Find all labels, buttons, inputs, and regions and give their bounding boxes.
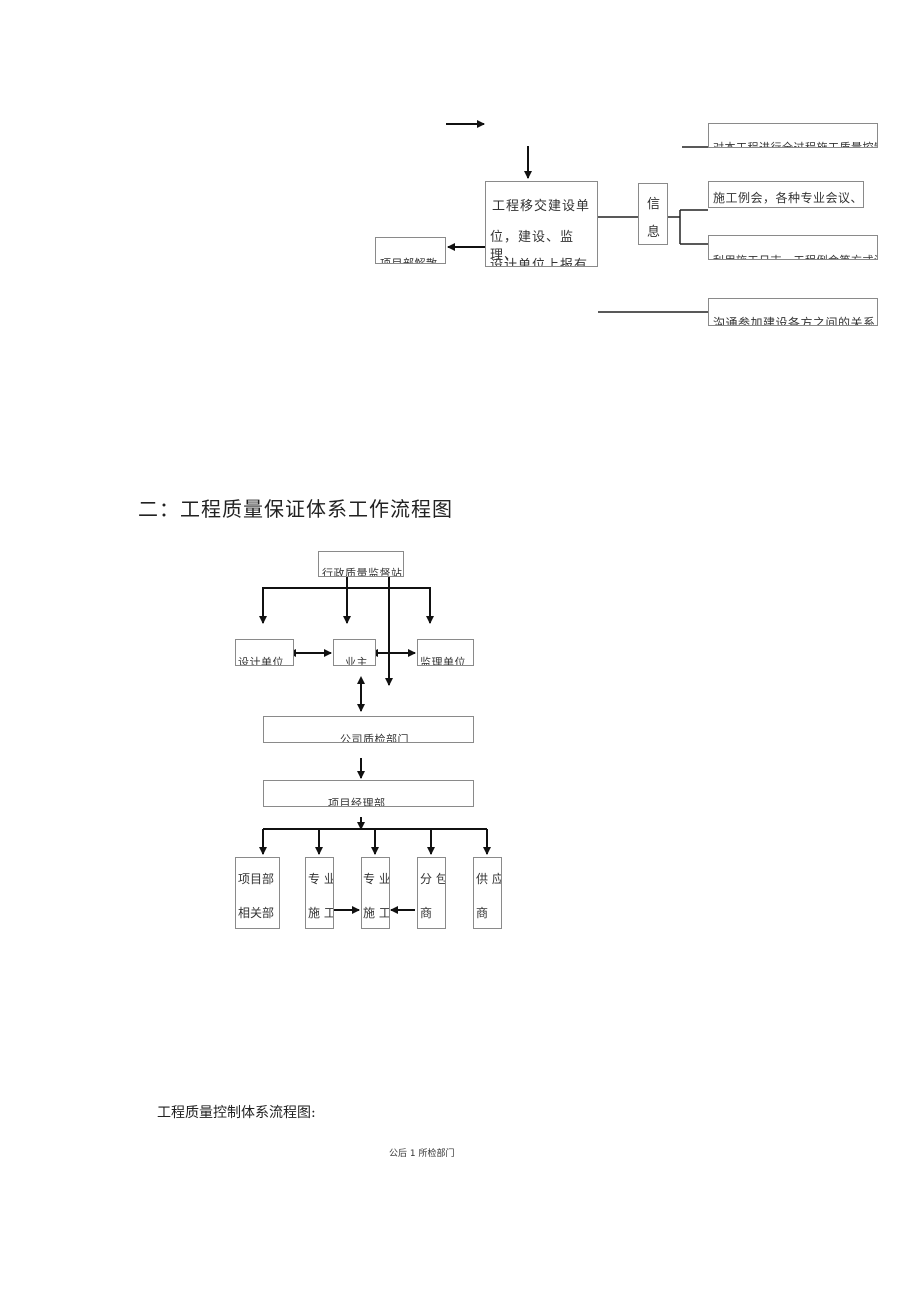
project-manager-label: 项目经理部 bbox=[328, 797, 386, 807]
info-item-3: 利用施工日志、工程例会等方式沟通信息 bbox=[708, 235, 878, 260]
handover-line2: 位，建设、监理、 bbox=[490, 230, 575, 263]
bottom-box-5-top: 供 应 bbox=[476, 872, 502, 886]
info-box: 信 息 bbox=[638, 183, 668, 245]
section3-note: 公后 1 所检部门 bbox=[389, 1149, 455, 1159]
section3-heading: 工程质量控制体系流程图: bbox=[157, 1105, 316, 1121]
handover-line1: 工程移交建设单 bbox=[492, 199, 591, 214]
bottom-box-2-top: 专 业 bbox=[308, 872, 334, 886]
bottom-box-3-bottom: 施 工 bbox=[363, 906, 390, 920]
info-item-3-label: 利用施工日志、工程例会等方式沟通信息 bbox=[713, 252, 877, 259]
bottom-box-1: 项目部 相关部 bbox=[235, 857, 280, 929]
bottom-box-1-bottom: 相关部 bbox=[238, 906, 275, 920]
flow1-lines bbox=[598, 146, 708, 313]
info-char-1: 信 bbox=[647, 197, 661, 212]
info-char-2: 息 bbox=[647, 225, 661, 240]
bottom-box-4-bottom: 商 bbox=[420, 906, 433, 920]
supervisor-unit-label: 监理单位 bbox=[420, 656, 466, 666]
owner-box: 业主 bbox=[333, 639, 376, 666]
info-item-4-label: 沟通参加建设各方之间的关系 bbox=[713, 316, 876, 326]
info-item-1: 对本工程进行全过程施工质量控制 bbox=[708, 123, 878, 148]
flow1-arrows bbox=[446, 120, 532, 251]
bottom-box-3-top: 专 业 bbox=[363, 872, 390, 886]
supervision-station-box: 行政质量监督站 bbox=[318, 551, 404, 577]
owner-label: 业主 bbox=[345, 656, 368, 666]
bottom-box-4-top: 分 包 bbox=[420, 872, 446, 886]
section2-heading: 二：工程质量保证体系工作流程图 bbox=[138, 497, 453, 521]
supervision-station-label: 行政质量监督站 bbox=[322, 567, 403, 577]
info-item-1-label: 对本工程进行全过程施工质量控制 bbox=[713, 141, 878, 148]
bottom-box-4: 分 包 商 bbox=[417, 857, 446, 929]
bottom-box-5: 供 应 商 bbox=[473, 857, 502, 929]
handover-line3: 设计单位上报有 bbox=[490, 258, 589, 267]
info-item-2-label: 施工例会，各种专业会议、 bbox=[713, 191, 864, 205]
design-unit-label: 设计单位 bbox=[238, 656, 284, 666]
handover-box: 工程移交建设单 位，建设、监理、 设计单位上报有 bbox=[485, 181, 598, 267]
company-qc-label: 公司质检部门 bbox=[340, 733, 409, 743]
bottom-box-1-top: 项目部 bbox=[238, 872, 275, 886]
project-dissolve-label: 项目部解散 bbox=[380, 257, 438, 264]
section2-arrows bbox=[259, 569, 491, 914]
bottom-box-5-bottom: 商 bbox=[476, 906, 489, 920]
info-item-4: 沟通参加建设各方之间的关系 bbox=[708, 298, 878, 326]
bottom-box-2-bottom: 施 工 bbox=[308, 906, 334, 920]
project-dissolve-box: 项目部解散 bbox=[375, 237, 446, 264]
bottom-box-3: 专 业 施 工 bbox=[361, 857, 390, 929]
project-manager-box: 项目经理部 bbox=[263, 780, 474, 807]
company-qc-box: 公司质检部门 bbox=[263, 716, 474, 743]
supervisor-unit-box: 监理单位 bbox=[417, 639, 474, 666]
info-item-2: 施工例会，各种专业会议、 bbox=[708, 181, 864, 208]
design-unit-box: 设计单位 bbox=[235, 639, 294, 666]
bottom-box-2: 专 业 施 工 bbox=[305, 857, 334, 929]
